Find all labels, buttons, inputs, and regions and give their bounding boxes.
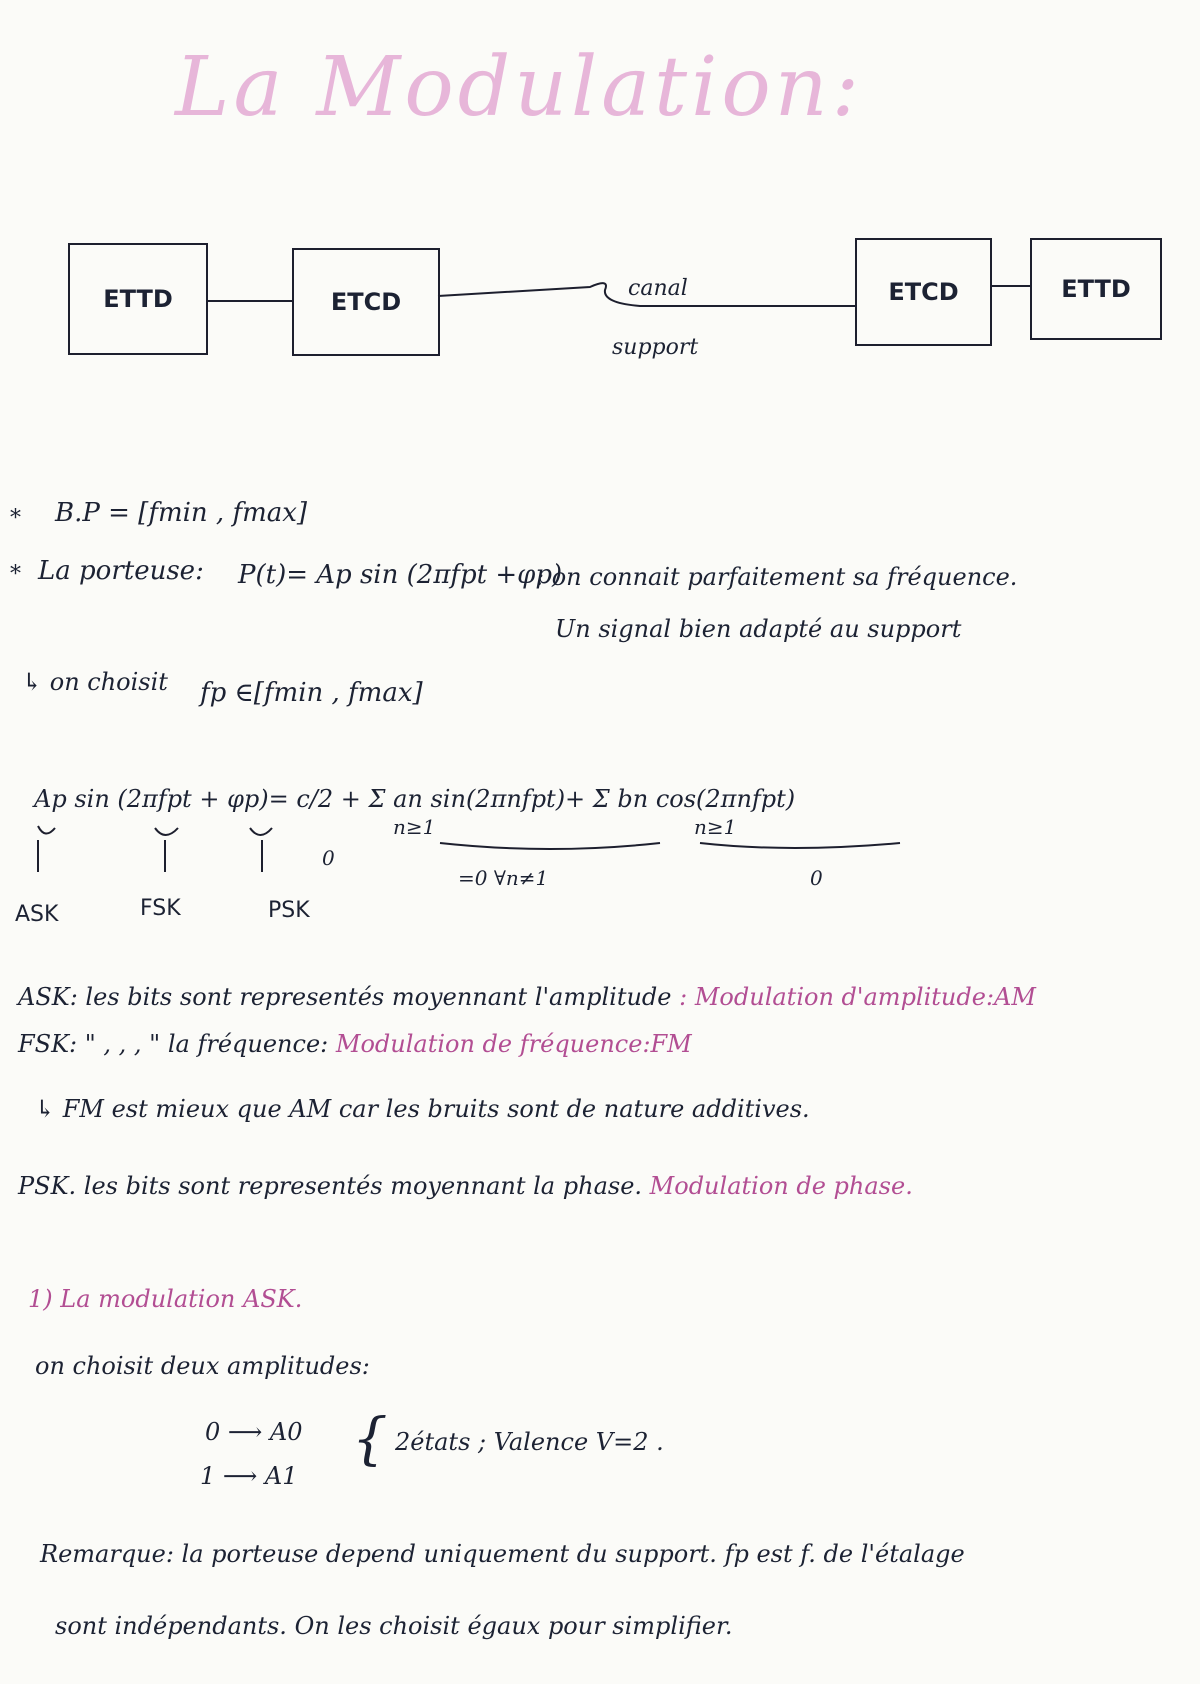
porteuse-label: La porteuse: [38,556,204,586]
ask-label: ASK [15,902,59,927]
etcd-box-left: ETCD [292,248,440,356]
bullet-bp: * [10,506,21,531]
porteuse-comment-2: Un signal bien adapté au support [555,615,962,643]
psk-definition-text: PSK. les bits sont representés moyennant… [18,1172,643,1200]
support-label: support [612,335,699,360]
mapping-0: 0 ⟶ A0 [205,1418,303,1446]
ask-definition-am: : Modulation d'amplitude:AM [679,983,1036,1011]
equation-annotations [37,825,901,872]
choice-formula: fp ∈[fmin , fmax] [200,678,423,708]
bullet-porteuse: * [10,562,21,587]
etcd-label-right: ETCD [888,278,959,306]
fsk-definition-fm: Modulation de fréquence:FM [335,1030,692,1058]
choose-amplitudes: on choisit deux amplitudes: [35,1352,370,1380]
choice-text: ↳ on choisit [22,668,168,696]
ettd-box-left: ETTD [68,243,208,355]
zero-condition: =0 ∀n≠1 [458,866,549,890]
psk-brace [249,827,273,836]
sum-index-1: n≥1 [393,815,436,839]
section-heading-ask: 1) La modulation ASK. [28,1285,303,1313]
ettd-label-left: ETTD [103,285,173,313]
fsk-brace [154,827,179,836]
fm-note: ↳ FM est mieux que AM car les bruits son… [35,1095,810,1123]
zero-under-c: 0 [322,846,335,870]
etcd-label-left: ETCD [330,288,402,316]
porteuse-comment: : on connait parfaitement sa fréquence. [536,563,1018,591]
ettd-box-right: ETTD [1030,238,1162,340]
brace: { [352,1407,388,1472]
bandwidth-line: B.P = [fmin , fmax] [55,498,308,528]
porteuse-formula: P(t)= Ap sin (2πfpt +φp) [238,560,563,590]
states-valence: 2états ; Valence V=2 . [395,1428,664,1456]
sum1-underbrace [439,842,661,850]
ask-brace [37,825,56,835]
fsk-definition: FSK: " , , , " la fréquence: Modulation … [18,1030,692,1058]
sum2-underbrace [699,842,901,849]
fsk-label: FSK [140,896,181,921]
sum-index-2: n≥1 [694,815,737,839]
zero-right: 0 [810,866,823,890]
psk-definition-phase: Modulation de phase. [649,1172,913,1200]
ettd-label-right: ETTD [1061,275,1131,303]
channel-line [437,282,855,307]
ask-definition: ASK: les bits sont representés moyennant… [18,983,1036,1011]
fsk-definition-text: FSK: " , , , " la fréquence: [18,1030,329,1058]
fourier-equation: Ap sin (2πfpt + φp)= c/2 + Σ an sin(2πnf… [34,785,796,813]
transmission-diagram-lines [207,282,1030,307]
psk-definition: PSK. les bits sont representés moyennant… [18,1172,913,1200]
remark-line-1: Remarque: la porteuse depend uniquement … [40,1540,965,1568]
remark-line-2: sont indépendants. On les choisit égaux … [55,1612,733,1640]
page-title: La Modulation: [175,40,864,135]
etcd-box-right: ETCD [855,238,992,346]
ask-definition-text: ASK: les bits sont representés moyennant… [18,983,672,1011]
psk-label: PSK [268,898,310,923]
canal-label: canal [628,276,688,301]
mapping-1: 1 ⟶ A1 [200,1462,298,1490]
